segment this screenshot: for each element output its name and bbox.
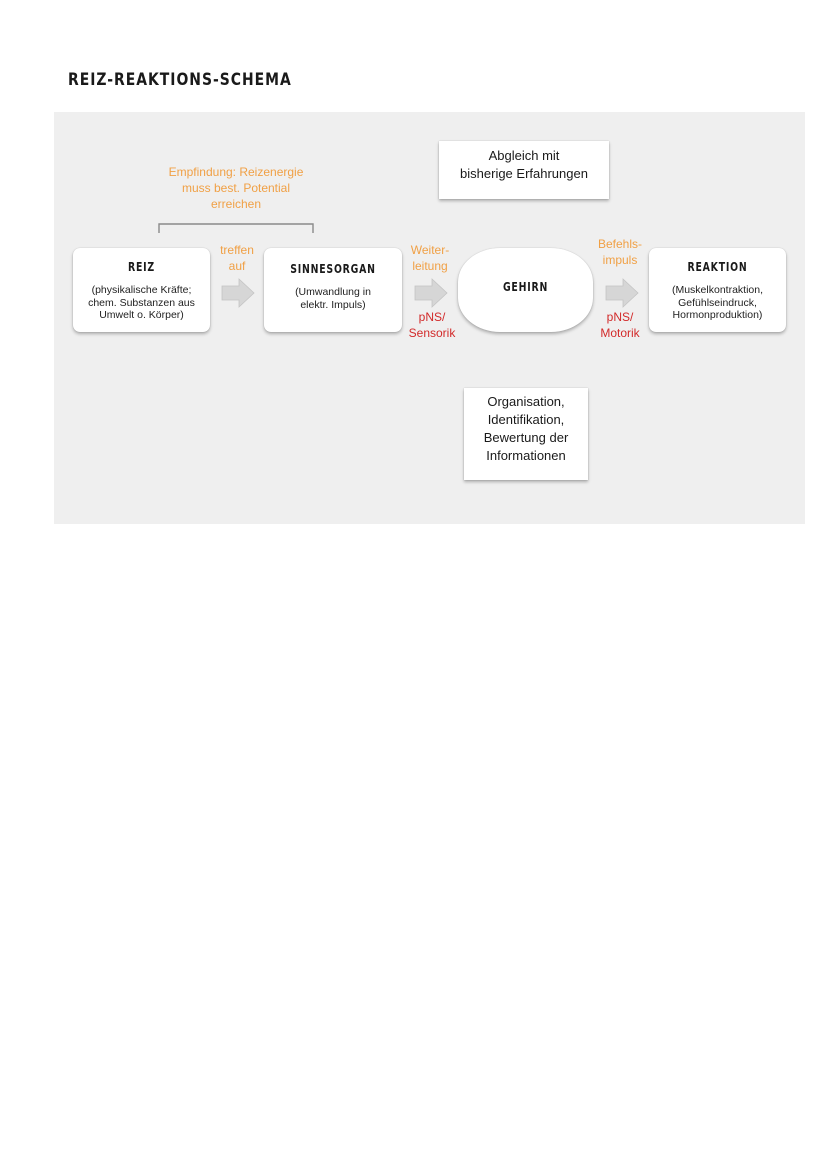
arrow-right-icon	[605, 278, 639, 308]
edge-meet-line1: treffen	[220, 243, 254, 257]
stimulus-desc-line2: chem. Substanzen aus	[88, 296, 195, 309]
arrow-right-icon	[414, 278, 448, 308]
reaction-title: REAKTION	[687, 260, 748, 274]
edge-label-meet: treffen auf	[212, 242, 262, 274]
stimulus-box: REIZ (physikalische Kräfte; chem. Substa…	[73, 248, 210, 332]
stimulus-desc-line1: (physikalische Kräfte;	[91, 284, 192, 296]
reaction-desc-line2: Gefühlseindruck,	[678, 296, 757, 309]
comparison-note: Abgleich mit bisherige Erfahrungen	[439, 141, 609, 199]
processing-note-line4: Informationen	[486, 448, 566, 463]
stimulus-desc-line3: Umwelt o. Körper)	[99, 309, 184, 321]
sensation-note-line2: muss best. Potential	[181, 181, 291, 195]
arrow-right-icon	[221, 278, 255, 308]
processing-note-line1: Organisation,	[487, 394, 565, 409]
edge-transmit-sub2: Sensorik	[408, 326, 456, 340]
sensation-bracket	[158, 223, 314, 233]
brain-box: GEHIRN	[458, 248, 593, 332]
reaction-desc-line1: (Muskelkontraktion,	[671, 284, 764, 296]
edge-command-sub2: Motorik	[600, 326, 640, 340]
stimulus-title: REIZ	[127, 260, 155, 274]
edge-label-command: Befehls- impuls	[592, 236, 648, 268]
edge-sublabel-motor: pNS/ Motorik	[586, 309, 654, 341]
diagram-panel: Empfindung: Reizenergie muss best. Poten…	[54, 112, 805, 524]
edge-meet-line2: auf	[228, 259, 246, 273]
reaction-description: (Muskelkontraktion, Gefühlseindruck, Hor…	[649, 284, 786, 322]
sense-organ-box: SINNESORGAN (Umwandlung in elektr. Impul…	[264, 248, 402, 332]
sensation-note-line1: Empfindung: Reizenergie	[168, 165, 304, 179]
sensation-note: Empfindung: Reizenergie muss best. Poten…	[150, 164, 322, 212]
sense-organ-desc-line2: elektr. Impuls)	[300, 298, 366, 311]
processing-note-line2: Identifikation,	[487, 412, 565, 427]
edge-sublabel-sensory: pNS/ Sensorik	[398, 309, 466, 341]
reaction-desc-line3: Hormonproduktion)	[672, 309, 763, 321]
comparison-note-line1: Abgleich mit	[488, 148, 560, 163]
edge-transmit-line1: Weiter-	[410, 243, 450, 257]
edge-command-line1: Befehls-	[597, 237, 643, 251]
edge-transmit-line2: leitung	[412, 259, 448, 273]
processing-note-line3: Bewertung der	[483, 430, 569, 445]
page-title: REIZ-REAKTIONS-SCHEMA	[68, 70, 292, 90]
sense-organ-title: SINNESORGAN	[290, 262, 376, 276]
sensation-note-line3: erreichen	[210, 197, 262, 211]
reaction-box: REAKTION (Muskelkontraktion, Gefühlseind…	[649, 248, 786, 332]
sense-organ-desc-line1: (Umwandlung in	[295, 286, 371, 298]
brain-title: GEHIRN	[502, 280, 549, 294]
stimulus-description: (physikalische Kräfte; chem. Substanzen …	[73, 284, 210, 322]
edge-transmit-sub1: pNS/	[418, 310, 446, 324]
sense-organ-description: (Umwandlung in elektr. Impuls)	[264, 286, 402, 311]
processing-note: Organisation, Identifikation, Bewertung …	[464, 388, 588, 480]
edge-command-line2: impuls	[602, 253, 638, 267]
edge-label-transmit: Weiter- leitung	[402, 242, 458, 274]
edge-command-sub1: pNS/	[606, 310, 634, 324]
comparison-note-line2: bisherige Erfahrungen	[460, 166, 588, 181]
